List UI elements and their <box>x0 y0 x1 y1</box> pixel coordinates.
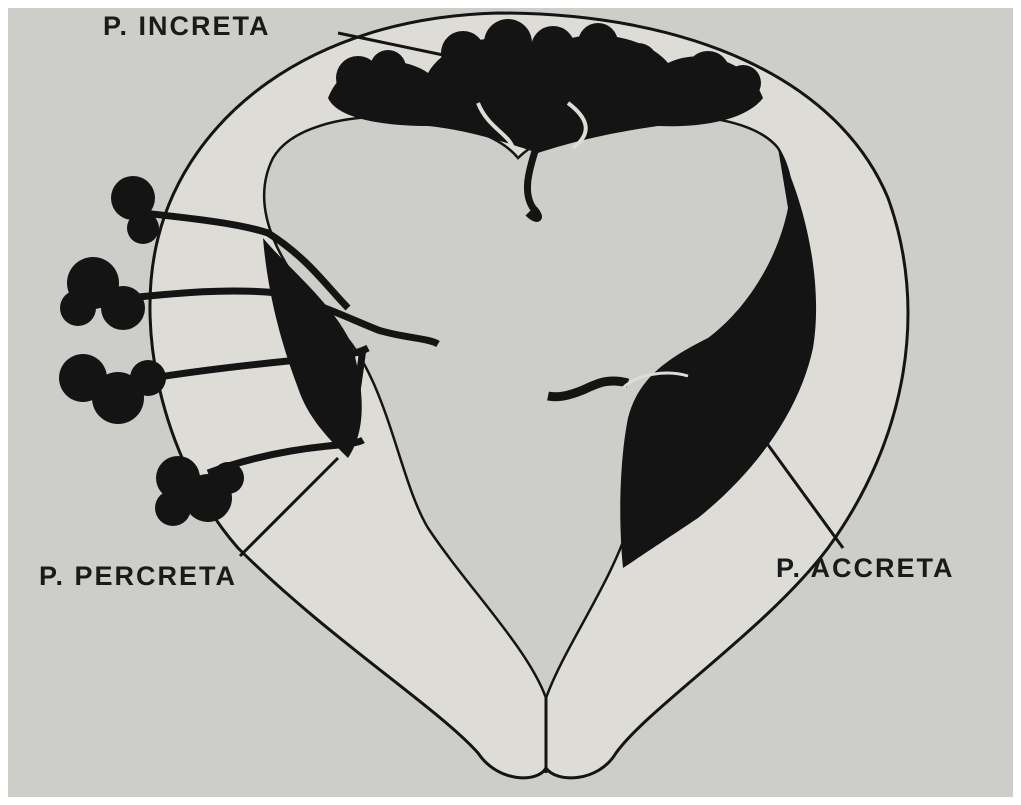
diagram-frame: P. INCRETA P. PERCRETA P. ACCRETA <box>8 8 1013 797</box>
label-percreta: P. PERCRETA <box>39 561 237 592</box>
label-accreta: P. ACCRETA <box>776 553 955 584</box>
label-increta: P. INCRETA <box>103 11 271 42</box>
uterus-placenta-diagram <box>8 8 1013 797</box>
